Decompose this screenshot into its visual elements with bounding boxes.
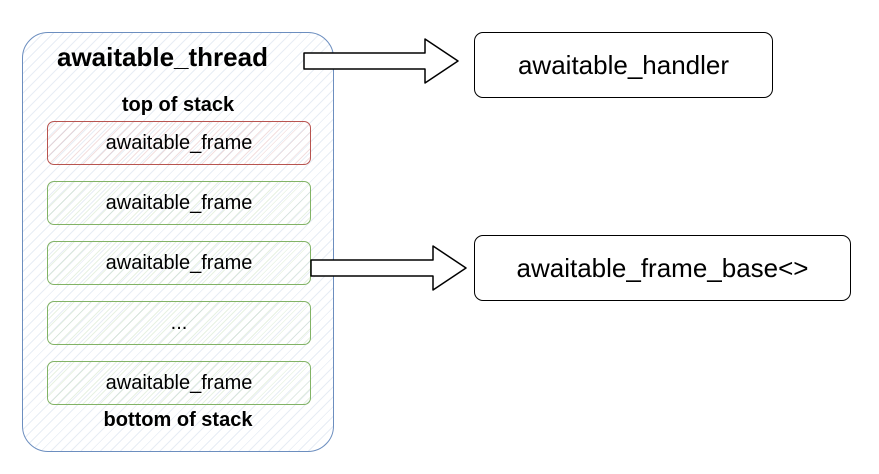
stack-frame-label: awaitable_frame — [105, 191, 253, 214]
awaitable-handler-box: awaitable_handler — [474, 32, 773, 98]
stack-frame-top: awaitable_frame — [47, 121, 311, 165]
arrow-to-handler — [303, 38, 459, 84]
bottom-of-stack-label: bottom of stack — [103, 409, 253, 431]
stack-frame-label: awaitable_frame — [105, 371, 253, 394]
stack-frame-label: awaitable_frame — [105, 131, 253, 154]
awaitable-handler-label: awaitable_handler — [517, 49, 730, 80]
awaitable-thread-container — [22, 32, 334, 452]
stack-frame-bottom: awaitable_frame — [47, 361, 311, 405]
top-of-stack-label: top of stack — [121, 94, 235, 116]
stack-frame-3: awaitable_frame — [47, 241, 311, 285]
stack-frame-2: awaitable_frame — [47, 181, 311, 225]
awaitable-frame-base-box: awaitable_frame_base<> — [474, 235, 851, 301]
arrow-to-frame-base — [310, 245, 467, 291]
awaitable-frame-base-label: awaitable_frame_base<> — [516, 252, 809, 283]
awaitable-thread-title: awaitable_thread — [57, 42, 268, 72]
stack-frame-label: awaitable_frame — [105, 251, 253, 274]
stack-frame-ellipsis: ... — [47, 301, 311, 345]
stack-frame-label: ... — [170, 311, 188, 334]
